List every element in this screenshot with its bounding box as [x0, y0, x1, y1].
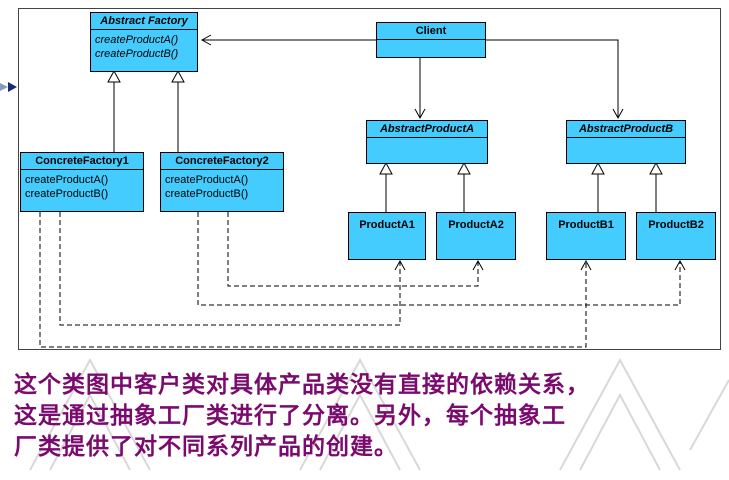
caption-line: 这是通过抽象工厂类进行了分离。另外，每个抽象工 [14, 403, 566, 429]
class-product-b2[interactable]: ProductB2 [636, 212, 716, 260]
inherit-cf1-head [107, 69, 121, 83]
operation: createProductB() [165, 188, 249, 200]
dep-cf1-productb1 [39, 212, 587, 348]
class-product-a2[interactable]: ProductA2 [436, 212, 516, 260]
class-concrete-factory-1[interactable]: ConcreteFactory1 createProductA() create… [20, 152, 144, 212]
class-product-a1[interactable]: ProductA1 [348, 212, 426, 260]
dep-cf2-productb2 [197, 212, 681, 306]
class-name: ProductA2 [448, 219, 504, 231]
class-operations: createProductA() createProductB() [91, 30, 197, 64]
class-operations: createProductA() createProductB() [21, 170, 143, 204]
operation: createProductA() [25, 174, 109, 186]
class-name: AbstractProductA [367, 121, 487, 138]
caption-text: 这个类图中客户类对具体产品类没有直接的依赖关系， 这是通过抽象工厂类进行了分离。… [14, 370, 724, 463]
class-client[interactable]: Client [376, 22, 486, 58]
dep-cf1-producta1 [59, 212, 401, 326]
assoc-client-productb-head [612, 108, 624, 120]
operation: createProductA() [95, 34, 179, 46]
inherit-cf2-head [171, 69, 185, 83]
caption-line: 厂类提供了对不同系列产品的创建。 [14, 434, 398, 460]
operation: createProductB() [95, 48, 179, 60]
class-name: Abstract Factory [91, 13, 197, 30]
class-name: ProductB1 [558, 219, 614, 231]
assoc-client-producta-head [414, 108, 426, 120]
class-name: ProductA1 [359, 219, 415, 231]
class-operations: createProductA() createProductB() [161, 170, 283, 204]
operation: createProductB() [25, 188, 109, 200]
assoc-client-productb-line [486, 39, 619, 118]
side-arrow-icon [0, 82, 17, 92]
class-concrete-factory-2[interactable]: ConcreteFactory2 createProductA() create… [160, 152, 284, 212]
class-abstract-factory[interactable]: Abstract Factory createProductA() create… [90, 12, 198, 72]
assoc-client-factory-head [200, 34, 212, 46]
operation: createProductA() [165, 174, 249, 186]
class-name: ProductB2 [648, 219, 704, 231]
class-name: ConcreteFactory1 [21, 153, 143, 170]
caption-line: 这个类图中客户类对具体产品类没有直接的依赖关系， [14, 372, 590, 398]
class-name: Client [377, 23, 485, 40]
class-name: ConcreteFactory2 [161, 153, 283, 170]
class-product-b1[interactable]: ProductB1 [546, 212, 626, 260]
class-abstract-product-a[interactable]: AbstractProductA [366, 120, 488, 164]
class-name: AbstractProductB [567, 121, 685, 138]
class-abstract-product-b[interactable]: AbstractProductB [566, 120, 686, 164]
dep-cf2-producta2 [227, 212, 479, 287]
